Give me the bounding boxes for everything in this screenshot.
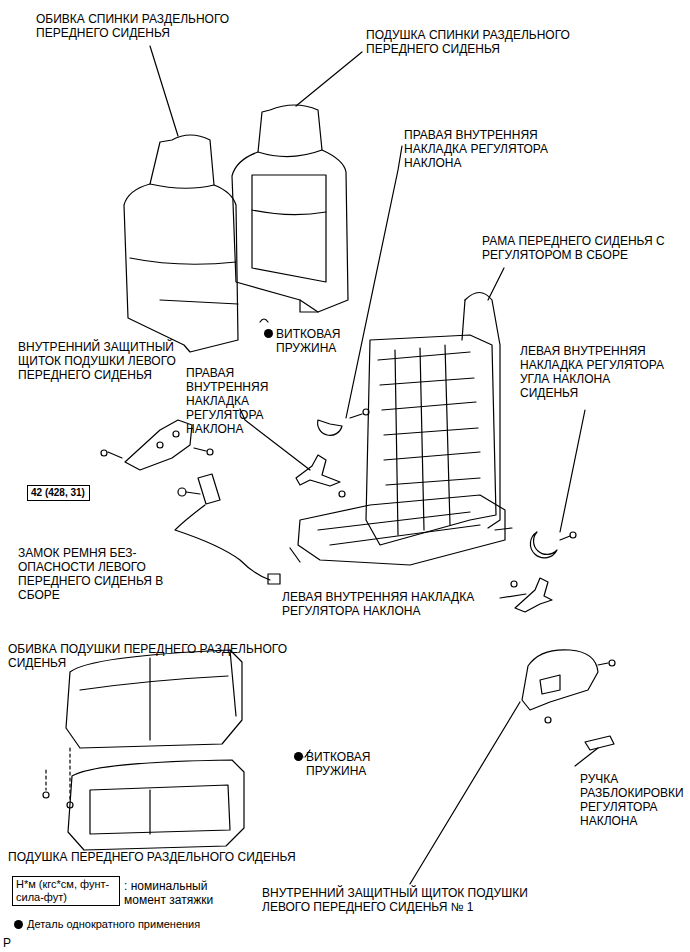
single-use-mark [294, 752, 303, 761]
box-text: Н*м (кгс*см, фунт-сила-фут) [16, 878, 116, 904]
part-label: ПОДУШКА ПЕРЕДНЕГО РАЗДЕЛЬНОГО СИДЕНЬЯ [8, 850, 296, 864]
part-label: РАМА ПЕРЕДНЕГО СИДЕНЬЯ С РЕГУЛЯТОРОМ В С… [482, 234, 667, 262]
legend-entry: Деталь однократного применения [14, 918, 200, 931]
part-label: ОБИВКА СПИНКИ РАЗДЕЛЬНОГО ПЕРЕДНЕГО СИДЕ… [36, 12, 286, 40]
part-label: ПОДУШКА СПИНКИ РАЗДЕЛЬНОГО ПЕРЕДНЕГО СИД… [366, 28, 616, 56]
part-label: ВНУТРЕННИЙ ЗАЩИТНЫЙ ЩИТОК ПОДУШКИ ЛЕВОГО… [262, 886, 572, 914]
part-label: P [3, 936, 11, 950]
legend-text: Деталь однократного применения [27, 918, 200, 930]
part-label: ОБИВКА ПОДУШКИ ПЕРЕДНЕГО РАЗДЕЛЬНОГО СИД… [8, 642, 338, 670]
part-label: ЛЕВАЯ ВНУТРЕННЯЯ НАКЛАДКА РЕГУЛЯТОРА НАК… [282, 590, 497, 618]
part-label: ПРАВАЯ ВНУТРЕННЯЯ НАКЛАДКА РЕГУЛЯТОРА НА… [404, 128, 604, 170]
torque-box: 42 (428, 31) [27, 485, 90, 501]
single-use-mark [14, 920, 23, 929]
box-text: 42 (428, 31) [31, 487, 86, 499]
part-label: ВИТКОВАЯ ПРУЖИНА [276, 327, 371, 355]
part-label: : номинальный момент затяжки [124, 879, 239, 907]
part-label: ПРАВАЯ ВНУТРЕННЯЯ НАКЛАДКА РЕГУЛЯТОРА НА… [186, 366, 296, 436]
torque-box: Н*м (кгс*см, фунт-сила-фут) [12, 876, 120, 906]
part-label: ЗАМОК РЕМНЯ БЕЗ- ОПАСНОСТИ ЛЕВОГО ПЕРЕДН… [18, 546, 178, 602]
part-label: ВНУТРЕННИЙ ЗАЩИТНЫЙ ЩИТОК ПОДУШКИ ЛЕВОГО… [18, 340, 193, 382]
part-label: ЛЕВАЯ ВНУТРЕННЯЯ НАКЛАДКА РЕГУЛЯТОРА УГЛ… [520, 344, 670, 400]
part-label: ВИТКОВАЯ ПРУЖИНА [306, 750, 406, 778]
part-label: РУЧКА РАЗБЛОКИРОВКИ РЕГУЛЯТОРА НАКЛОНА [580, 772, 675, 828]
single-use-mark [264, 329, 273, 338]
